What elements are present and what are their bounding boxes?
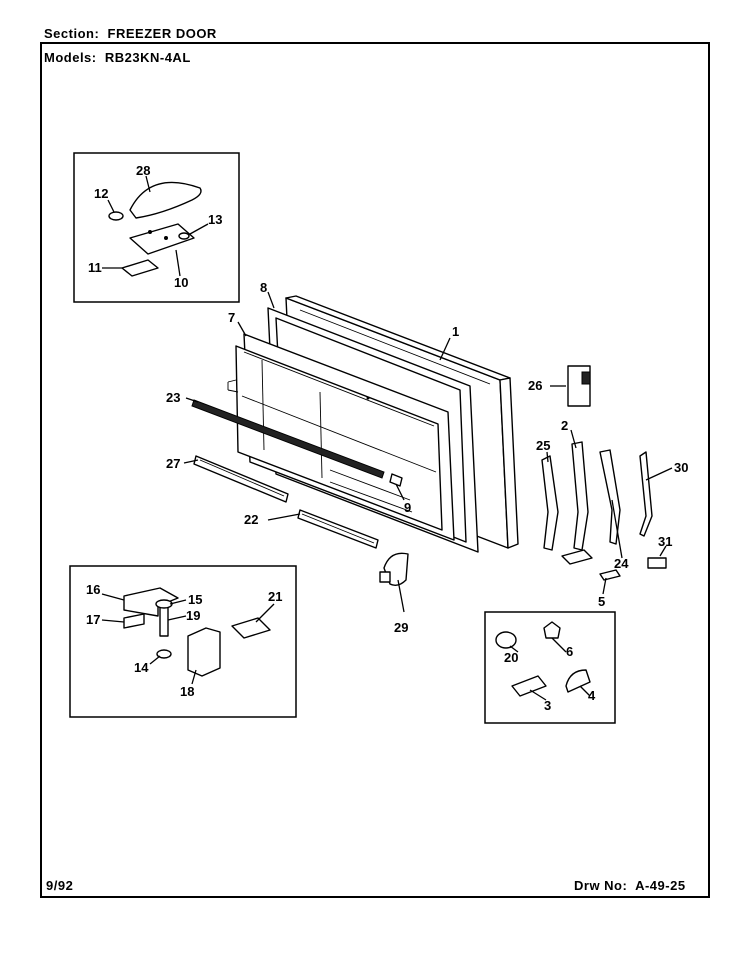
callout-3: 3 <box>544 698 551 713</box>
models-label: Models: <box>44 50 97 65</box>
drawing-frame <box>40 42 710 898</box>
section-header: Section: FREEZER DOOR <box>44 26 217 41</box>
plate-11 <box>121 259 159 277</box>
callout-19: 19 <box>186 608 200 623</box>
callout-1: 1 <box>452 324 459 339</box>
washer-14 <box>156 649 172 659</box>
callout-15: 15 <box>188 592 202 607</box>
callout-25: 25 <box>536 438 550 453</box>
hardware-inset-box <box>484 611 616 724</box>
plate-21 <box>231 617 271 639</box>
callout-9: 9 <box>404 500 411 515</box>
door-liner <box>227 333 455 541</box>
hinge-cover-inset-box <box>73 152 240 303</box>
hinge-bracket-25 <box>541 455 559 551</box>
callout-8: 8 <box>260 280 267 295</box>
callout-27: 27 <box>166 456 180 471</box>
hinge-plate-10 <box>129 223 195 255</box>
footer-drawing-number: Drw No: A-49-25 <box>574 878 686 893</box>
shim-17 <box>123 613 145 629</box>
callout-24: 24 <box>614 556 629 571</box>
washer-15 <box>155 599 173 609</box>
callout-20: 20 <box>504 650 518 665</box>
section-label: Section: <box>44 26 100 41</box>
callout-5: 5 <box>598 594 605 609</box>
bushing-6 <box>543 621 561 639</box>
bracket-3 <box>511 675 547 697</box>
drawing-label: Drw No: <box>574 878 628 893</box>
drawing-number: A-49-25 <box>635 878 686 893</box>
cap-20 <box>495 631 517 649</box>
screw-12 <box>108 211 124 221</box>
callout-31: 31 <box>658 534 672 549</box>
hinge-pin-19 <box>159 605 169 637</box>
callout-23: 23 <box>166 390 180 405</box>
hinge-18 <box>187 627 221 677</box>
callout-11: 11 <box>88 260 102 275</box>
hinge-base <box>561 549 593 565</box>
part-5 <box>599 569 621 581</box>
hinge-inset-box <box>69 565 297 718</box>
callout-21: 21 <box>268 589 282 604</box>
callout-2: 2 <box>561 418 568 433</box>
door-shelf-23 <box>191 399 385 479</box>
models-value: RB23KN-4AL <box>104 50 191 65</box>
callout-17: 17 <box>86 612 100 627</box>
callout-18: 18 <box>180 684 194 699</box>
bracket-4 <box>565 669 591 693</box>
section-value: FREEZER DOOR <box>107 26 217 41</box>
callout-26: 26 <box>528 378 542 393</box>
footer-date: 9/92 <box>46 878 74 893</box>
hinge-cover-28 <box>129 181 202 219</box>
callout-7: 7 <box>228 310 235 325</box>
callout-10: 10 <box>174 275 188 290</box>
part-30 <box>639 451 653 537</box>
callout-29: 29 <box>394 620 408 635</box>
callout-22: 22 <box>244 512 258 527</box>
callout-16: 16 <box>86 582 100 597</box>
callout-30: 30 <box>674 460 688 475</box>
callout-12: 12 <box>94 186 108 201</box>
part-31 <box>647 557 667 569</box>
callout-6: 6 <box>566 644 573 659</box>
hinge-2 <box>571 441 589 551</box>
callout-28: 28 <box>136 163 150 178</box>
callout-14: 14 <box>134 660 149 675</box>
callout-4: 4 <box>588 688 596 703</box>
models-header: Models: RB23KN-4AL <box>44 50 191 65</box>
screw-9 <box>389 473 403 487</box>
callout-13: 13 <box>208 212 222 227</box>
washer-13 <box>178 232 190 240</box>
door-shelf-22 <box>297 509 379 549</box>
